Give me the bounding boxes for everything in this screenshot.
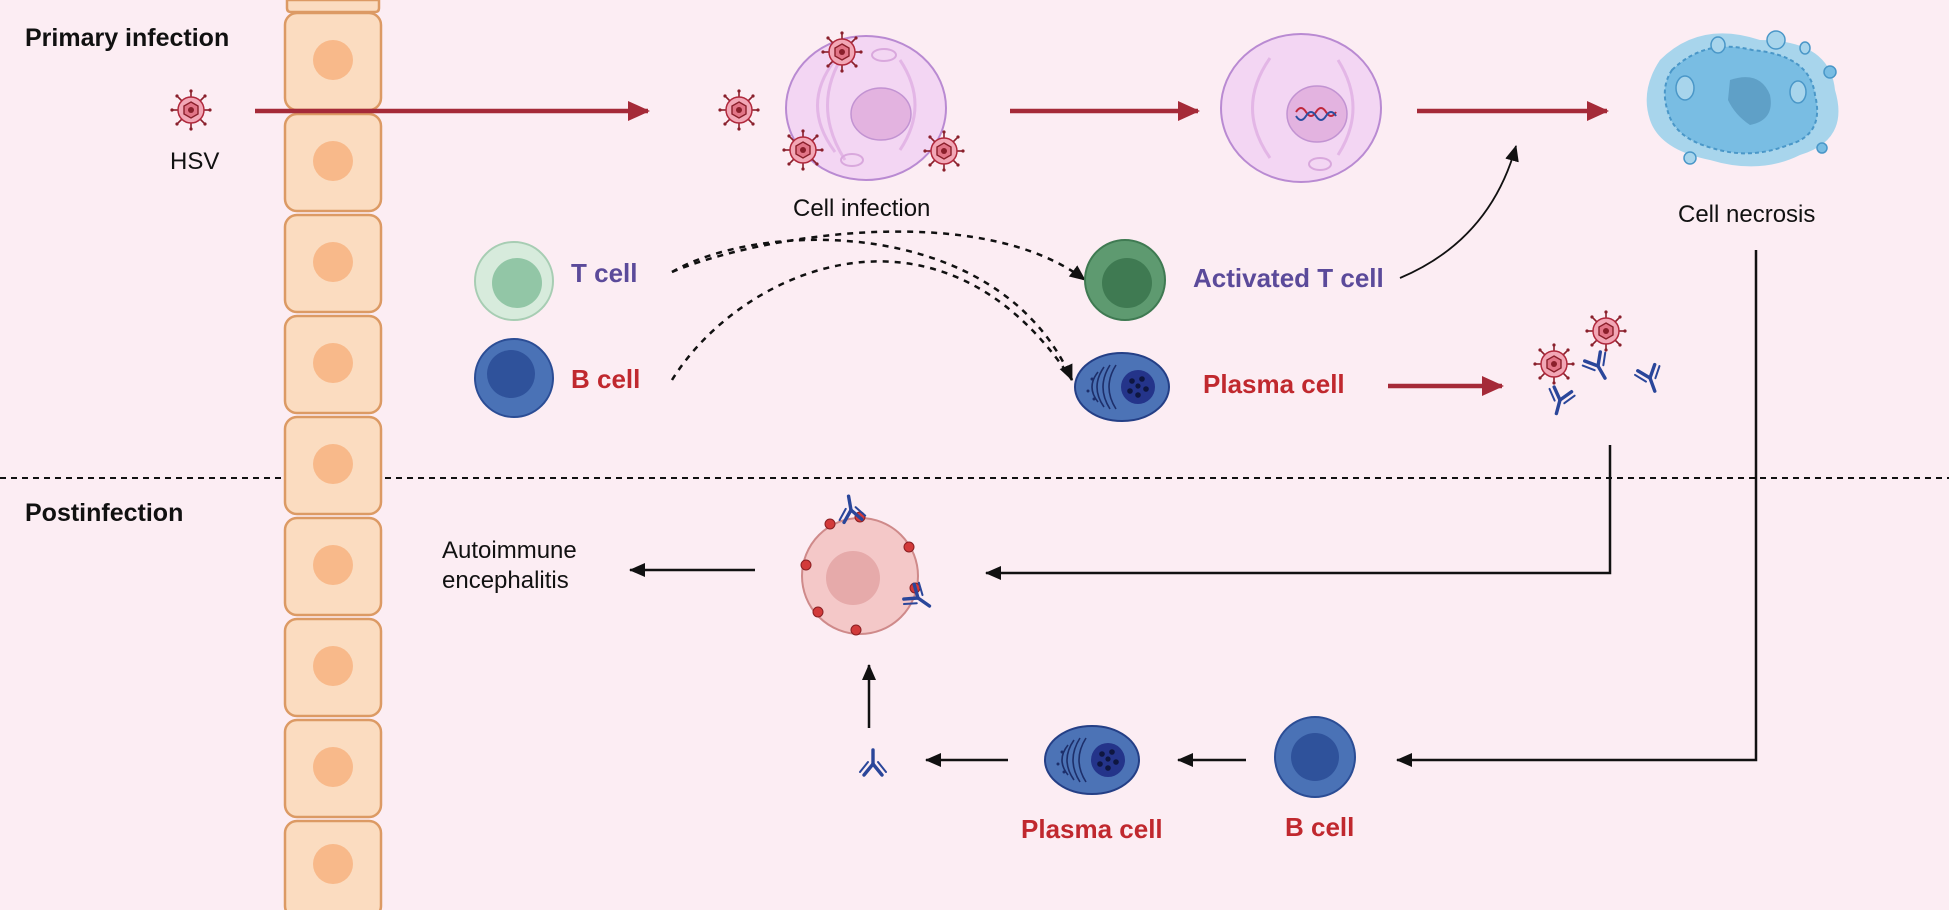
b-cell-to-plasma-arrow (670, 260, 1074, 381)
antibody-icon (1542, 384, 1578, 419)
virus-icon (717, 88, 761, 132)
b-cell-label-bottom: B cell (1285, 812, 1355, 842)
replicating-cell-icon (1220, 33, 1382, 183)
virus-icon (922, 129, 966, 173)
plasma-cell-icon (1074, 352, 1170, 422)
virus-icon (820, 30, 864, 74)
neuron-target-cell-icon (800, 511, 921, 636)
plasma-cell-label-bottom: Plasma cell (1021, 814, 1163, 844)
antibody-icon (1579, 348, 1618, 387)
activated-t-cell-label: Activated T cell (1193, 263, 1384, 293)
cell-necrosis-label: Cell necrosis (1678, 201, 1816, 228)
t-cell-activation-arrow (671, 230, 1086, 281)
section-title-post: Postinfection (25, 499, 184, 527)
epithelial-cell (283, 415, 383, 516)
t-cell-attack-arrow (1399, 145, 1519, 279)
plasma-cell-label: Plasma cell (1203, 369, 1345, 399)
epithelial-cell (283, 314, 383, 415)
b-cell-label: B cell (571, 364, 641, 394)
section-title-primary: Primary infection (25, 24, 230, 52)
epithelial-barrier (283, 0, 383, 910)
plasma-cell-icon (1044, 725, 1140, 795)
hsv-label: HSV (170, 148, 220, 175)
b-cell-icon (1274, 716, 1356, 798)
virus-icon (1584, 309, 1628, 353)
autoimmune-label-line1: Autoimmune (442, 537, 577, 564)
epithelial-cell (283, 112, 383, 213)
activated-t-cell-icon (1084, 239, 1166, 321)
antibody-icon (858, 748, 888, 777)
b-cell-icon (474, 338, 554, 418)
antibody-icon (1632, 361, 1669, 398)
dna-icon (1295, 107, 1337, 117)
t-cell-to-plasma-arrow (671, 238, 1074, 381)
hsv-virus-icon (169, 88, 213, 132)
epithelial-cell (283, 11, 383, 112)
epithelial-cell (283, 718, 383, 819)
epithelial-cell (283, 617, 383, 718)
necrosis-to-b-cell-arrow (1396, 250, 1758, 767)
virus-icon (1532, 342, 1576, 386)
autoimmune-label-line2: encephalitis (442, 567, 569, 594)
epithelial-cell (283, 819, 383, 910)
antibody-to-neuron-arrow (985, 445, 1612, 580)
t-cell-label: T cell (571, 258, 638, 288)
infected-cell-icon (785, 35, 947, 181)
epithelial-cell (283, 516, 383, 617)
t-cell-icon (474, 241, 554, 321)
cell-infection-label: Cell infection (793, 195, 931, 222)
necrotic-cell-icon (1646, 30, 1839, 167)
virus-icon (781, 128, 825, 172)
epithelial-cell (283, 213, 383, 314)
